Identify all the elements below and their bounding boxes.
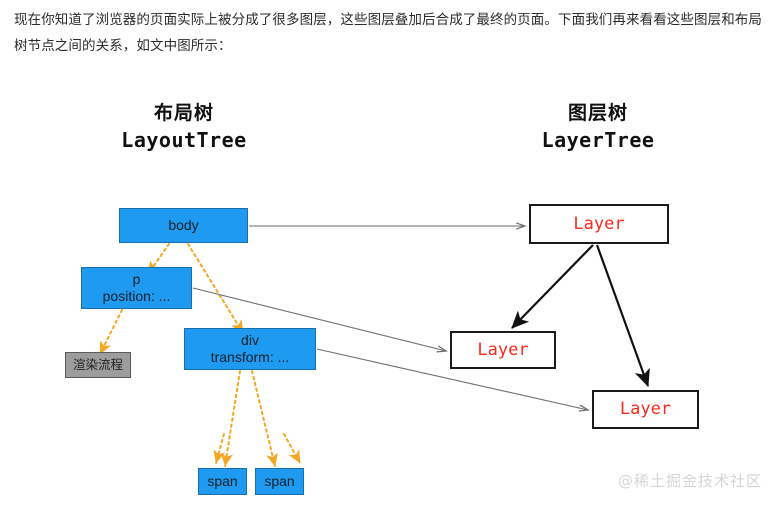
- layer-node-2-label: Layer: [477, 339, 529, 360]
- edge-div-to-span1: [221, 370, 241, 467]
- layer-tree-diagram: 布局树 LayoutTree 图层树 LayerTree body p posi…: [0, 62, 776, 505]
- layout-node-p-label: p: [132, 271, 141, 287]
- layout-node-p: p position: ...: [81, 267, 192, 309]
- edge-layer1-to-layer3: [595, 244, 650, 388]
- layout-node-p-property: position: ...: [102, 288, 171, 304]
- edge-span1-to-green: [213, 433, 226, 464]
- layer-node-1: Layer: [529, 204, 669, 244]
- layout-node-span-2: span: [255, 468, 304, 495]
- watermark: @稀土掘金技术社区: [617, 472, 762, 490]
- layout-node-span-1-label: span: [207, 473, 238, 489]
- layout-node-div-label: div: [241, 332, 259, 348]
- layer-tree-title-cn: 图层树: [567, 102, 628, 124]
- layout-node-body-label: body: [168, 217, 199, 233]
- edge-body-to-div: [187, 243, 244, 334]
- layout-tree-title-cn: 布局树: [153, 102, 214, 124]
- layout-node-span-2-label: span: [264, 473, 295, 489]
- layer-node-1-label: Layer: [573, 213, 625, 234]
- layer-node-2: Layer: [450, 331, 556, 369]
- layout-tree-title: 布局树 LayoutTree: [104, 100, 264, 154]
- layer-node-3: Layer: [592, 390, 699, 429]
- layout-node-body: body: [119, 208, 248, 243]
- layout-node-span-1: span: [198, 468, 247, 495]
- layout-tree-title-en: LayoutTree: [121, 128, 247, 152]
- layout-node-render-flow: 渲染流程: [65, 352, 131, 378]
- layout-node-div: div transform: ...: [184, 328, 316, 370]
- layer-tree-title: 图层树 LayerTree: [513, 100, 683, 154]
- edge-p-to-render: [99, 309, 123, 355]
- layout-node-div-property: transform: ...: [210, 349, 290, 365]
- layer-node-3-label: Layer: [619, 399, 672, 419]
- edge-span2-to-red: [283, 433, 301, 464]
- layout-node-render-flow-label: 渲染流程: [72, 357, 123, 372]
- edge-layer1-to-layer2: [511, 244, 594, 329]
- edge-div-to-span2: [251, 370, 278, 467]
- intro-paragraph: 现在你知道了浏览器的页面实际上被分成了很多图层，这些图层叠加后合成了最终的页面。…: [14, 12, 762, 53]
- layer-tree-title-en: LayerTree: [541, 128, 655, 152]
